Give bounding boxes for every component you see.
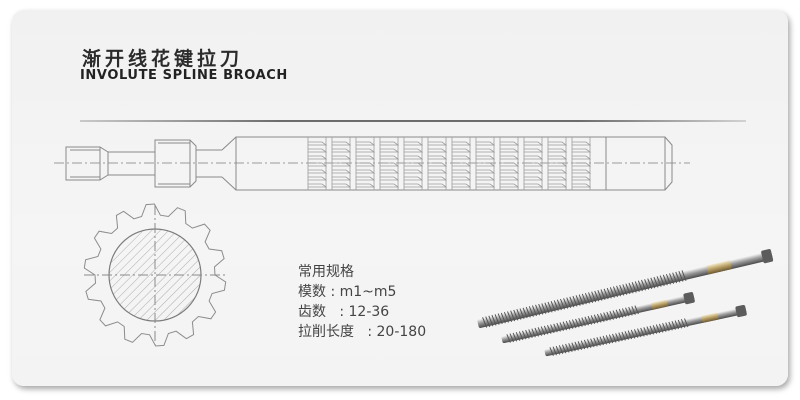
spec-teeth: 齿数 : 12-36 <box>298 304 390 320</box>
spec-block: 常用规格 模数 : m1~m5 齿数 : 12-36 拉削长度 : 20-180 <box>298 262 426 342</box>
divider-line <box>80 120 746 122</box>
product-title-en: INVOLUTE SPLINE BROACH <box>80 68 288 83</box>
spec-heading: 常用规格 <box>298 264 354 280</box>
spec-length: 拉削长度 : 20-180 <box>298 324 427 340</box>
product-title-cn: 渐开线花键拉刀 <box>82 48 244 70</box>
product-card <box>12 10 788 386</box>
spec-module: 模数 : m1~m5 <box>298 284 397 300</box>
